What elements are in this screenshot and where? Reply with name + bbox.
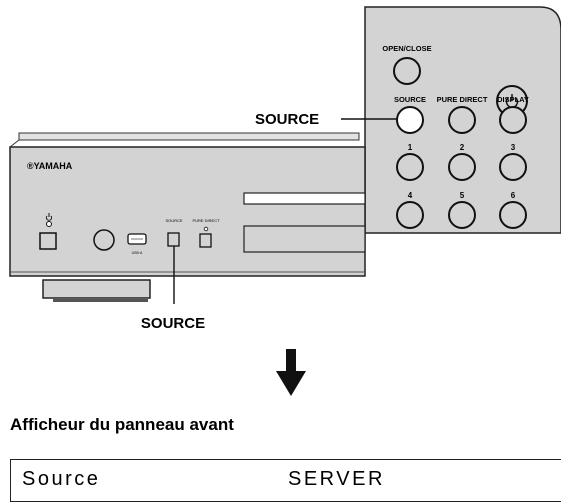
num-4-button[interactable]	[396, 201, 424, 229]
num-4-label: 4	[408, 191, 413, 200]
power-switch[interactable]	[39, 232, 57, 250]
remote-source-callout-label: SOURCE	[255, 111, 319, 128]
standby-indicator	[46, 221, 52, 227]
remote-source-callout: SOURCE	[255, 111, 397, 128]
section-title: Afficheur du panneau avant	[10, 415, 234, 434]
front-display-window	[243, 225, 366, 253]
player-foot	[42, 279, 151, 299]
yamaha-logo: ®YAMAHA	[27, 161, 73, 171]
open-close-label: OPEN/CLOSE	[382, 44, 431, 53]
remote-control: OPEN/CLOSE SOURCE PURE DIRECT DISPLAY 1 …	[364, 6, 561, 234]
player-foot-shadow	[53, 299, 148, 302]
panel-source-button[interactable]	[167, 232, 180, 247]
panel-top-edge	[18, 132, 360, 141]
num-6-label: 6	[511, 191, 516, 200]
remote-source-button[interactable]	[396, 106, 424, 134]
remote-source-label: SOURCE	[394, 95, 426, 104]
num-3-button[interactable]	[499, 153, 527, 181]
num-5-button[interactable]	[448, 201, 476, 229]
standby-icon	[45, 213, 53, 221]
disc-slot	[243, 192, 366, 205]
display-button[interactable]	[499, 106, 527, 134]
panel-pure-direct-button[interactable]	[199, 233, 212, 248]
diagram: OPEN/CLOSE SOURCE PURE DIRECT DISPLAY 1 …	[9, 6, 561, 396]
num-2-label: 2	[460, 143, 465, 152]
display-source-label: Source	[22, 468, 101, 490]
panel-source-callout-label: SOURCE	[141, 315, 205, 332]
num-2-button[interactable]	[448, 153, 476, 181]
display-label: DISPLAY	[497, 95, 529, 104]
player-front-panel: ®YAMAHA USB·A SOURCE PURE DIRECT	[9, 132, 366, 302]
num-3-label: 3	[511, 143, 516, 152]
down-arrow-icon	[276, 349, 306, 396]
pure-direct-label: PURE DIRECT	[437, 95, 488, 104]
num-6-button[interactable]	[499, 201, 527, 229]
panel-pure-direct-small-label: PURE DIRECT	[192, 218, 220, 223]
usb-label: USB·A	[132, 251, 143, 255]
panel-source-callout: SOURCE	[141, 246, 205, 332]
pure-direct-button[interactable]	[448, 106, 476, 134]
display-source-value: SERVER	[288, 468, 385, 490]
num-5-label: 5	[460, 191, 465, 200]
open-close-button[interactable]	[393, 57, 421, 85]
headphone-jack[interactable]	[93, 229, 115, 251]
num-1-label: 1	[408, 143, 413, 152]
num-1-button[interactable]	[396, 153, 424, 181]
front-display-readout: Source SERVER	[10, 459, 561, 502]
pure-direct-indicator	[203, 226, 209, 232]
panel-source-small-label: SOURCE	[165, 218, 182, 223]
